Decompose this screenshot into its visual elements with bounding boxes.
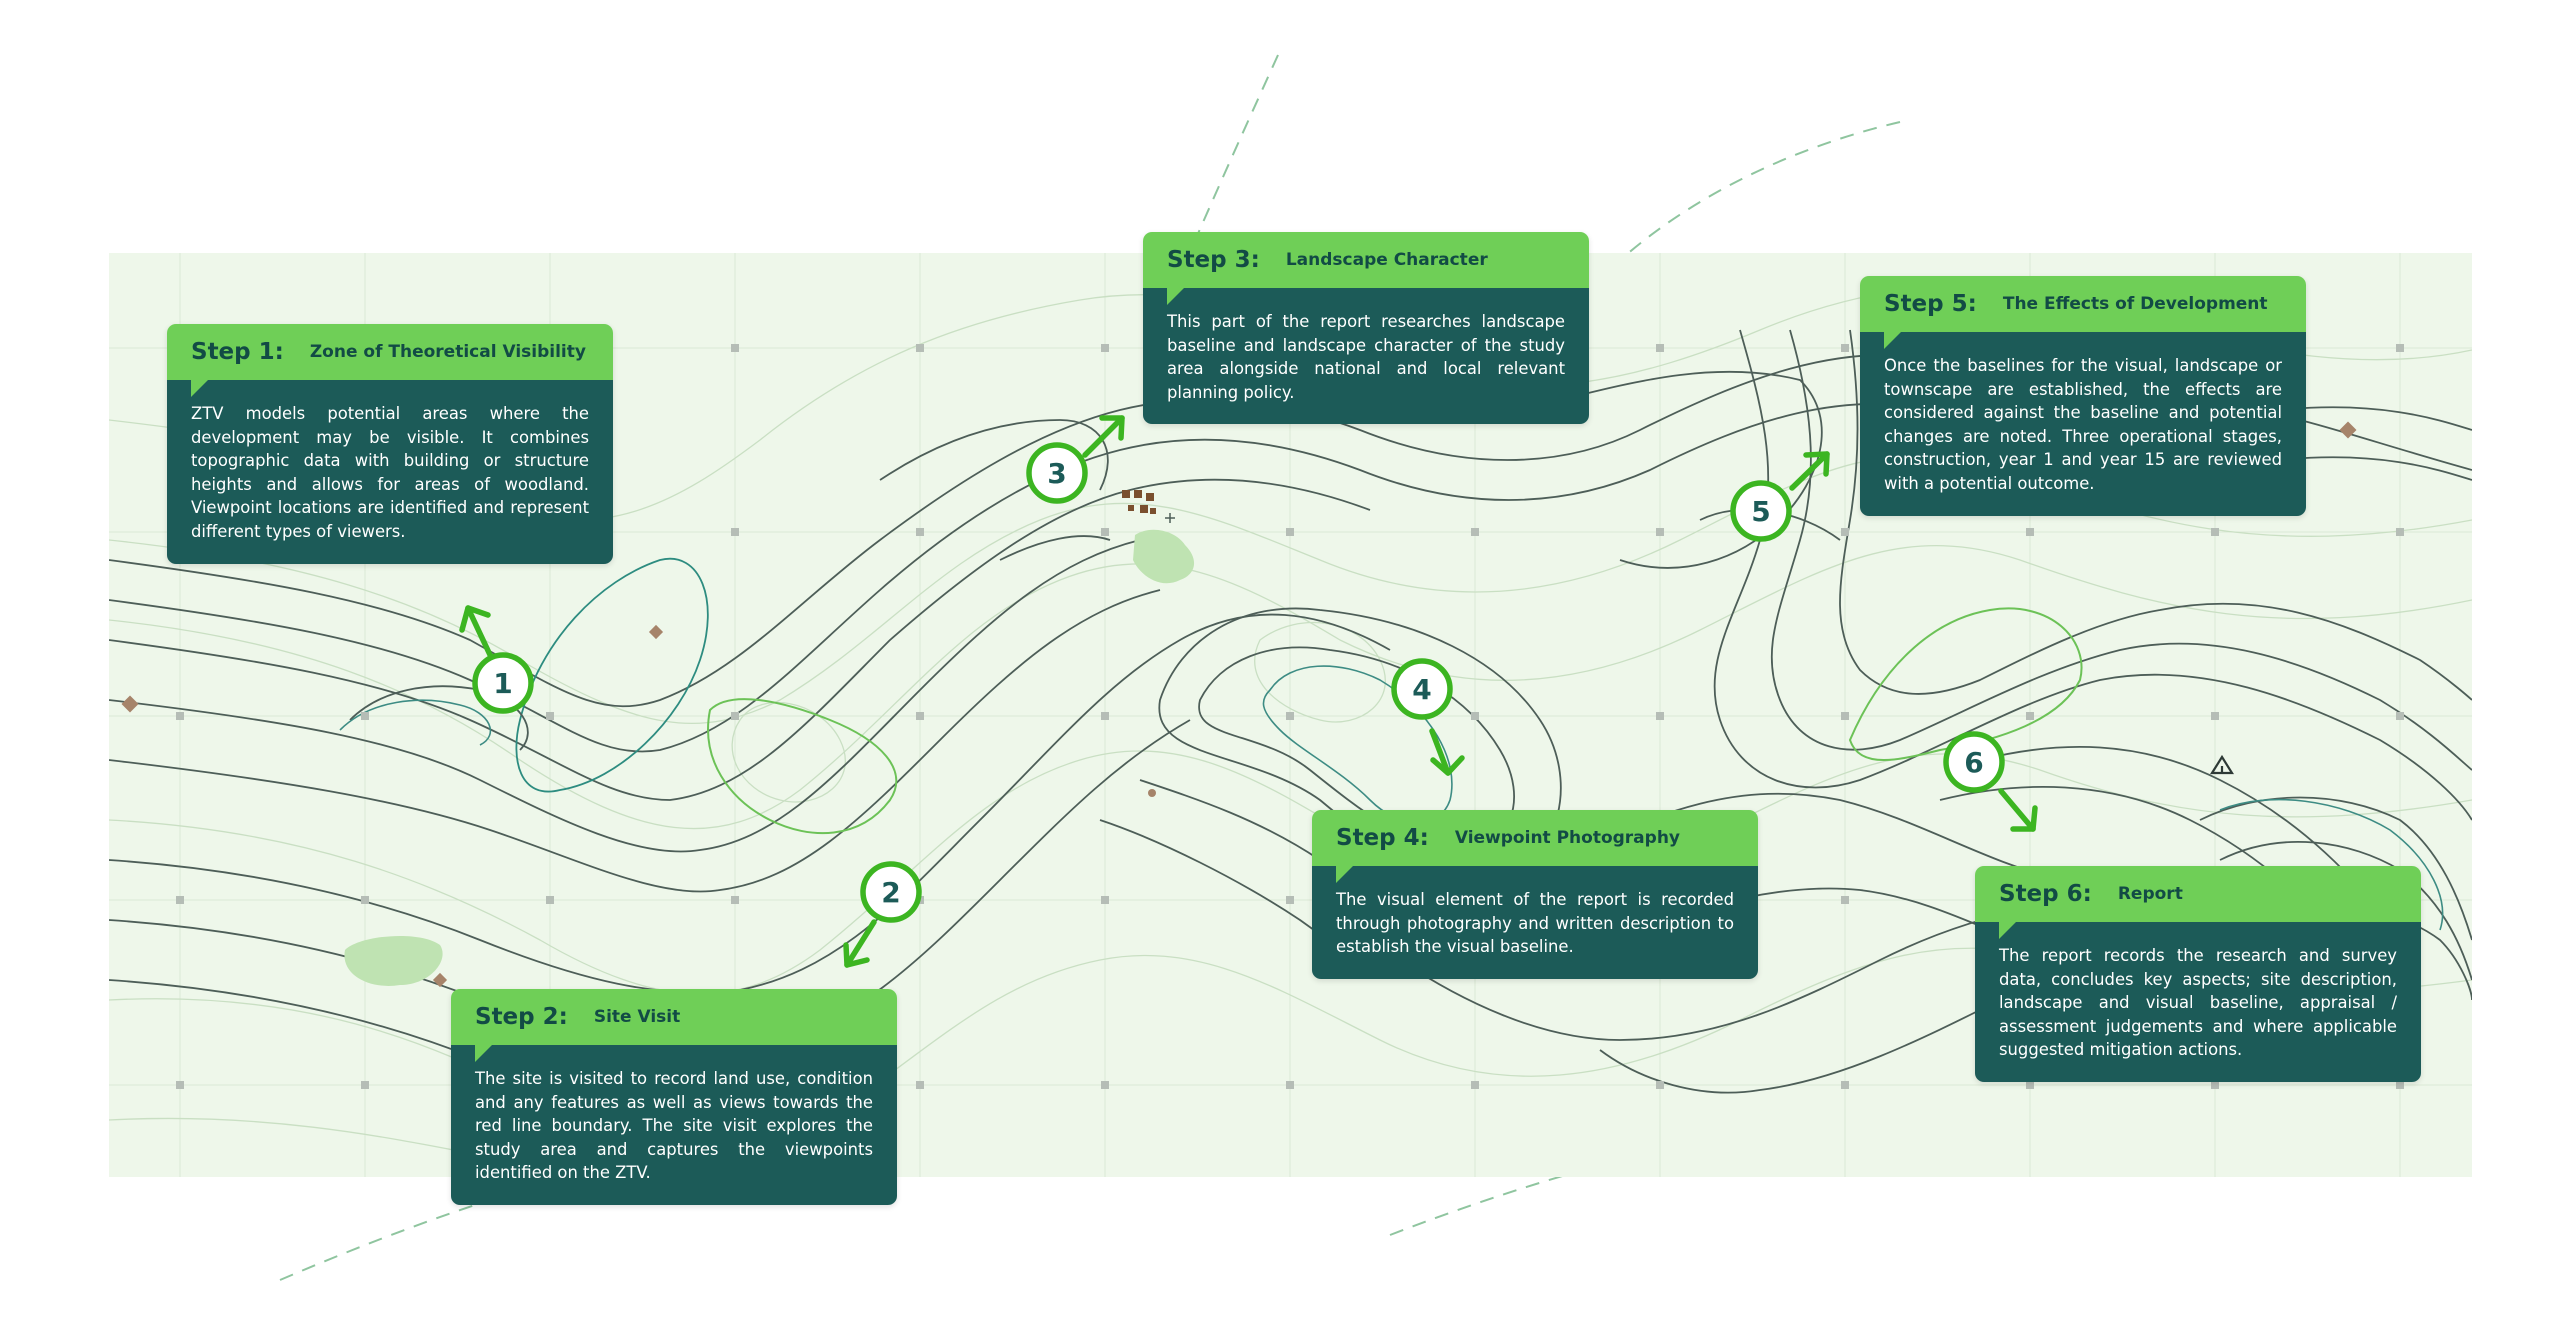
step-5-marker-number: 5 bbox=[1751, 494, 1771, 528]
step-3-marker: 3 bbox=[1028, 444, 1086, 502]
step-4-marker: 4 bbox=[1393, 660, 1451, 718]
step-1-description: ZTV models potential areas where the dev… bbox=[167, 380, 613, 564]
step-2-title: Site Visit bbox=[593, 1007, 681, 1027]
step-6-notch bbox=[1999, 922, 2030, 939]
step-3-title: Landscape Character bbox=[1285, 250, 1488, 270]
step-2-notch bbox=[475, 1045, 506, 1062]
arrow-icon bbox=[1429, 728, 1465, 776]
step-5-description: Once the baselines for the visual, lands… bbox=[1860, 332, 2306, 516]
step-4-title: Viewpoint Photography bbox=[1454, 828, 1681, 848]
step-4-notch bbox=[1336, 866, 1367, 883]
step-1-marker: 1 bbox=[474, 654, 532, 712]
tent-icon bbox=[2210, 754, 2234, 775]
step-5-header: Step 5: The Effects of Development bbox=[1860, 276, 2306, 349]
step-6-description: The report records the research and surv… bbox=[1975, 922, 2421, 1082]
arrow-icon bbox=[459, 605, 494, 660]
step-4-description: The visual element of the report is reco… bbox=[1312, 866, 1758, 979]
step-1-card: Step 1: Zone of Theoretical Visibility Z… bbox=[167, 324, 613, 564]
step-1-notch bbox=[191, 380, 222, 397]
step-6-label: Step 6: bbox=[1999, 881, 2092, 907]
step-1-label: Step 1: bbox=[191, 339, 284, 365]
step-5-label: Step 5: bbox=[1884, 291, 1977, 317]
step-5-notch bbox=[1884, 332, 1915, 349]
step-6-header: Step 6: Report bbox=[1975, 866, 2421, 939]
arrow-icon bbox=[1998, 788, 2038, 832]
step-3-notch bbox=[1167, 288, 1198, 305]
step-1-title: Zone of Theoretical Visibility bbox=[309, 342, 586, 362]
step-2-header: Step 2: Site Visit bbox=[451, 989, 897, 1062]
step-3-header: Step 3: Landscape Character bbox=[1143, 232, 1589, 305]
step-2-marker-number: 2 bbox=[881, 875, 901, 909]
step-6-card: Step 6: Report The report records the re… bbox=[1975, 866, 2421, 1082]
step-5-title: The Effects of Development bbox=[2002, 294, 2268, 314]
step-1-marker-number: 1 bbox=[493, 666, 513, 700]
step-5-card: Step 5: The Effects of Development Once … bbox=[1860, 276, 2306, 516]
woodland-patch-icon bbox=[1133, 529, 1195, 584]
step-2-card: Step 2: Site Visit The site is visited t… bbox=[451, 989, 897, 1205]
step-4-header: Step 4: Viewpoint Photography bbox=[1312, 810, 1758, 883]
step-5-marker: 5 bbox=[1732, 482, 1790, 540]
step-2-description: The site is visited to record land use, … bbox=[451, 1045, 897, 1205]
step-3-label: Step 3: bbox=[1167, 247, 1260, 273]
step-6-title: Report bbox=[2117, 884, 2183, 904]
step-1-header: Step 1: Zone of Theoretical Visibility bbox=[167, 324, 613, 397]
step-4-label: Step 4: bbox=[1336, 825, 1429, 851]
step-3-description: This part of the report researches lands… bbox=[1143, 288, 1589, 425]
step-2-marker: 2 bbox=[862, 863, 920, 921]
woodland-patch-icon bbox=[344, 935, 443, 986]
step-3-card: Step 3: Landscape Character This part of… bbox=[1143, 232, 1589, 425]
step-4-marker-number: 4 bbox=[1412, 672, 1432, 706]
step-4-card: Step 4: Viewpoint Photography The visual… bbox=[1312, 810, 1758, 979]
step-3-marker-number: 3 bbox=[1047, 456, 1067, 490]
arrow-icon bbox=[1789, 451, 1830, 491]
step-6-marker: 6 bbox=[1945, 733, 2003, 791]
building-cluster-icon bbox=[1122, 490, 1156, 514]
arrow-icon bbox=[843, 919, 877, 968]
arrow-icon bbox=[1082, 415, 1125, 458]
step-6-marker-number: 6 bbox=[1964, 745, 1984, 779]
step-2-label: Step 2: bbox=[475, 1004, 568, 1030]
